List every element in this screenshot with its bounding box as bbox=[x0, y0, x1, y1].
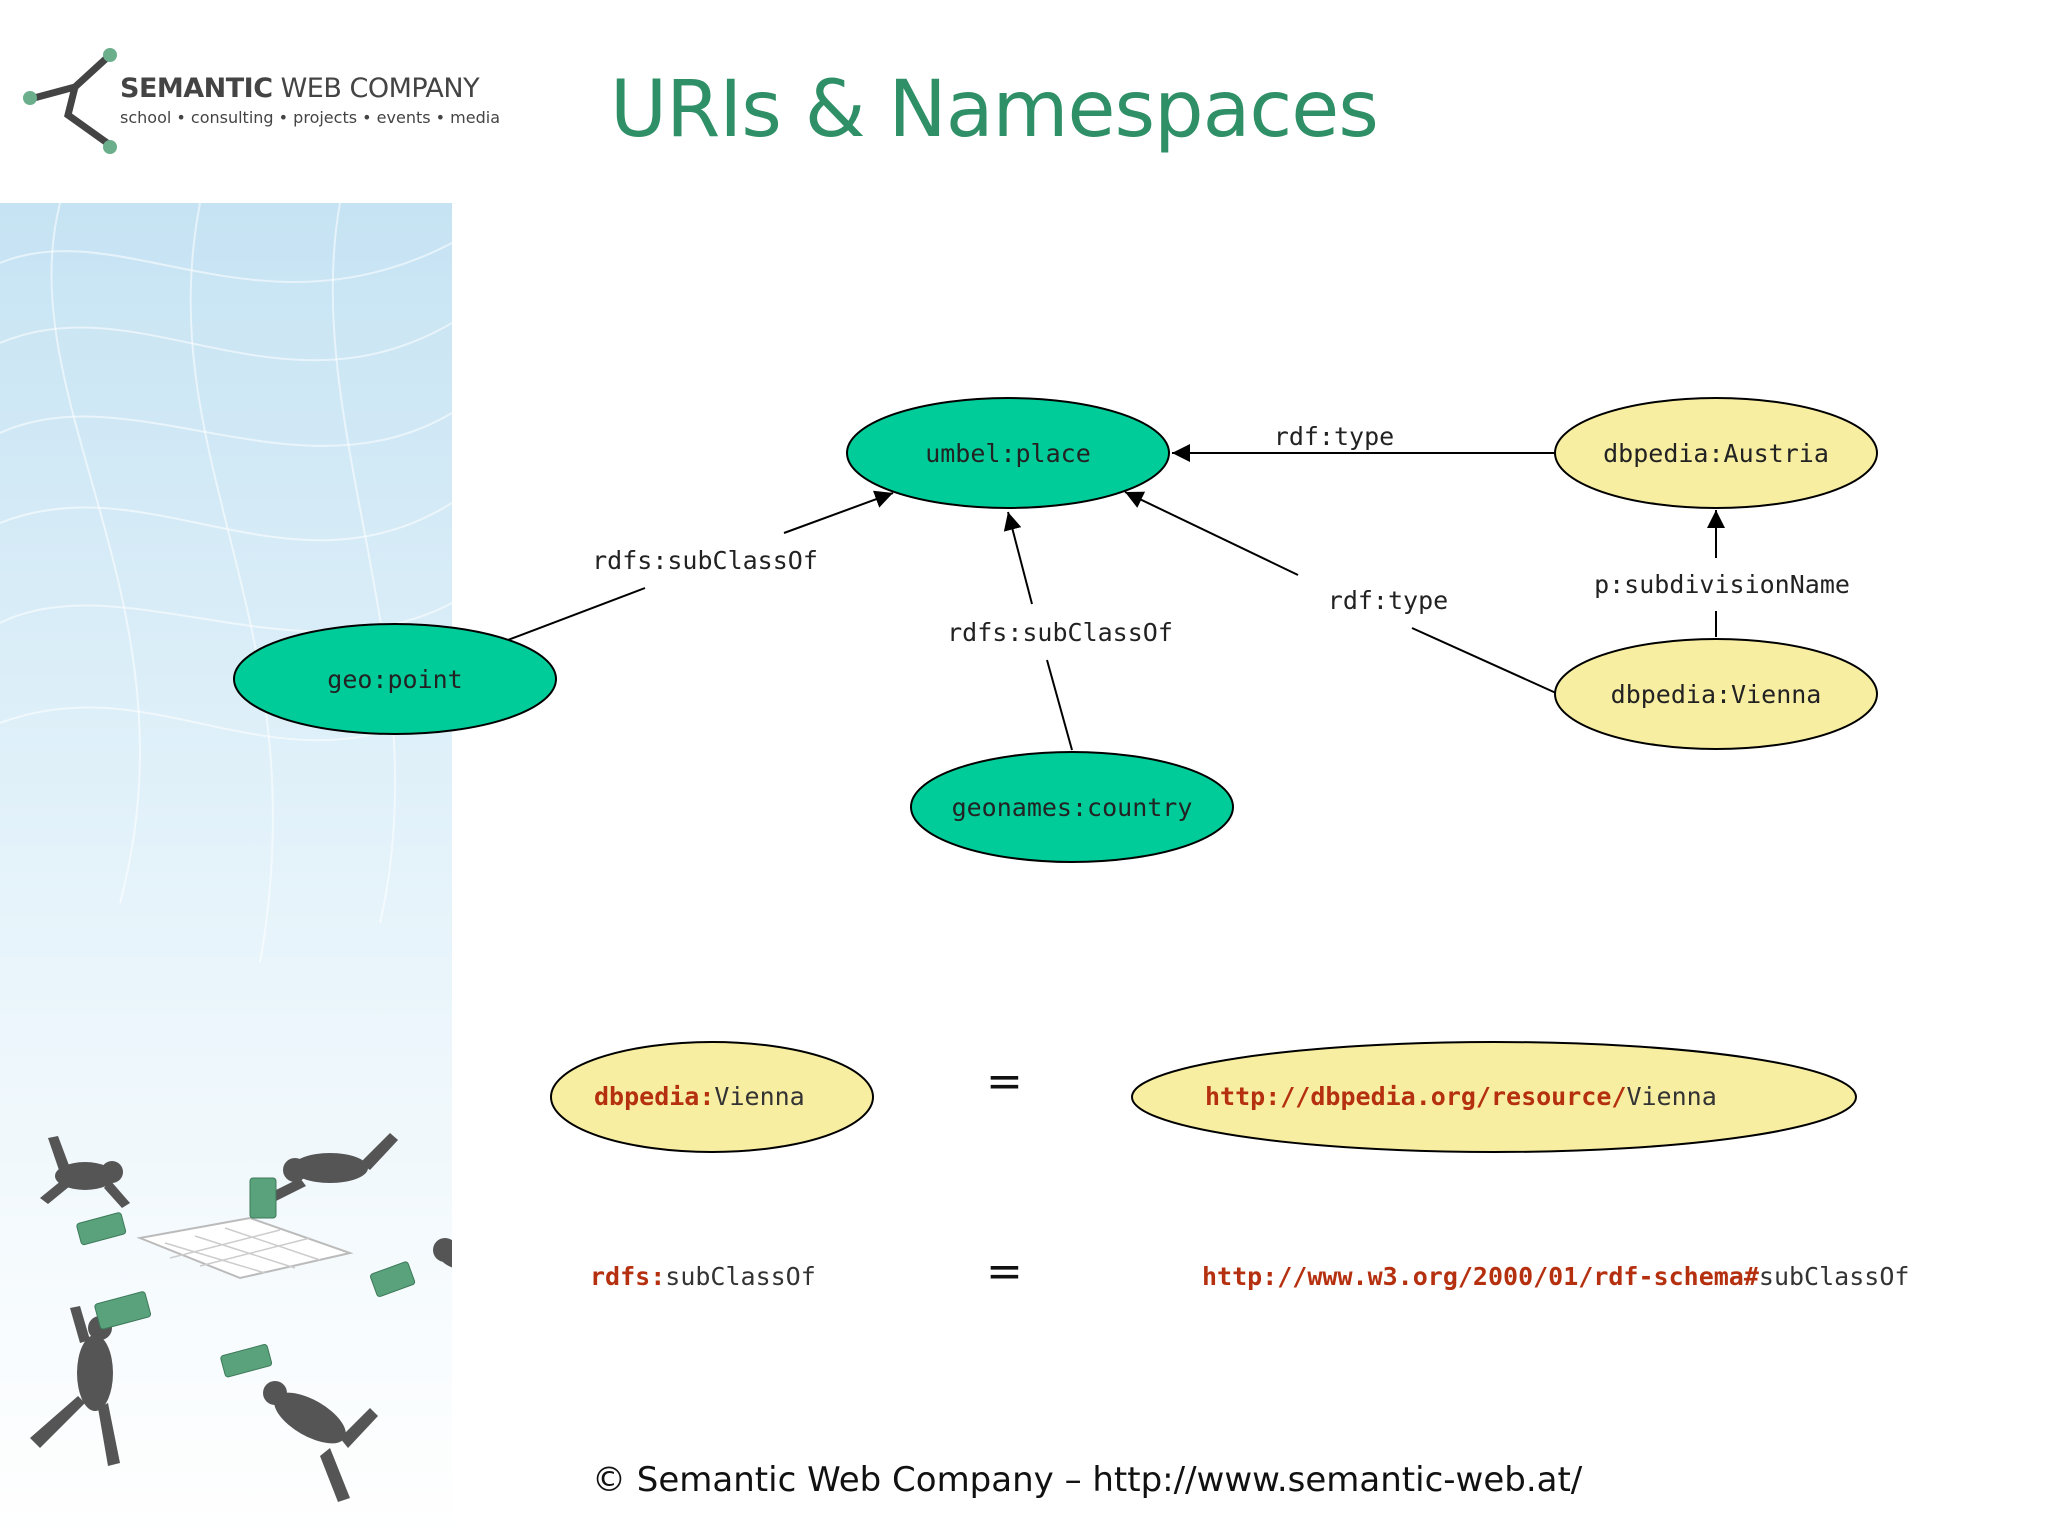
label-vienna-type: rdf:type bbox=[1328, 586, 1448, 615]
decorative-wave-lines bbox=[0, 203, 452, 964]
equiv-left-ellipse bbox=[550, 1041, 874, 1153]
skydiver-figure bbox=[40, 1136, 130, 1208]
node-geonames-country: geonames:country bbox=[910, 751, 1234, 863]
puzzle-piece-icon bbox=[94, 1291, 152, 1330]
edge-geo-subclass-upper bbox=[783, 490, 894, 534]
svg-text:dbpedia:Austria: dbpedia:Austria bbox=[1603, 439, 1829, 468]
company-logo: SEMANTIC WEB COMPANY school • consulting… bbox=[20, 45, 500, 165]
equiv2-left: rdfs:subClassOf bbox=[590, 1262, 816, 1291]
edge-geonames-subclass-upper bbox=[1003, 511, 1033, 605]
equals-sign-2: = bbox=[986, 1246, 1023, 1297]
edge-geo-subclass-lower bbox=[507, 587, 646, 641]
slide-title: URIs & Namespaces bbox=[610, 65, 1379, 155]
sidebar-background bbox=[0, 203, 452, 1536]
equiv1-left: dbpedia:Vienna bbox=[594, 1082, 805, 1111]
equiv-right-ellipse bbox=[1131, 1041, 1857, 1153]
label-subdivision: p:subdivisionName bbox=[1594, 570, 1850, 599]
logo-wordmark: SEMANTIC WEB COMPANY bbox=[120, 73, 480, 104]
node-dbpedia-austria: dbpedia:Austria bbox=[1554, 397, 1878, 509]
svg-text:geonames:country: geonames:country bbox=[952, 793, 1193, 822]
skydiver-figure bbox=[433, 1238, 452, 1268]
edge-vienna-type-lower bbox=[1411, 627, 1557, 694]
footer-copyright: © Semantic Web Company – http://www.sema… bbox=[592, 1460, 1583, 1500]
svg-text:dbpedia:Vienna: dbpedia:Vienna bbox=[1611, 680, 1822, 709]
svg-text:umbel:place: umbel:place bbox=[925, 439, 1091, 468]
equiv2-right: http://www.w3.org/2000/01/rdf-schema#sub… bbox=[1202, 1262, 1910, 1291]
equals-sign-1: = bbox=[986, 1056, 1023, 1107]
label-austria-type: rdf:type bbox=[1274, 422, 1394, 451]
puzzle-piece-icon bbox=[370, 1261, 416, 1297]
skydiver-figure bbox=[263, 1381, 378, 1502]
equiv1-right: http://dbpedia.org/resource/Vienna bbox=[1205, 1082, 1717, 1111]
node-dbpedia-vienna: dbpedia:Vienna bbox=[1554, 638, 1878, 750]
puzzle-piece-icon bbox=[220, 1344, 273, 1378]
node-geo-point: geo:point bbox=[233, 623, 557, 735]
node-umbel-place: umbel:place bbox=[846, 397, 1170, 509]
logo-mark-icon bbox=[23, 48, 117, 154]
logo-tagline: school • consulting • projects • events … bbox=[120, 108, 501, 127]
puzzle-piece-icon bbox=[76, 1212, 127, 1246]
svg-text:geo:point: geo:point bbox=[327, 665, 462, 694]
edge-vienna-type-upper bbox=[1124, 491, 1299, 576]
edge-geonames-subclass-lower bbox=[1046, 659, 1073, 751]
puzzle-piece-icon bbox=[249, 1177, 277, 1219]
skydivers-puzzle-illustration bbox=[30, 1133, 452, 1502]
label-geonames-subclass: rdfs:subClassOf bbox=[947, 618, 1173, 647]
skydiver-figure bbox=[270, 1133, 398, 1202]
label-geo-subclass: rdfs:subClassOf bbox=[592, 546, 818, 575]
